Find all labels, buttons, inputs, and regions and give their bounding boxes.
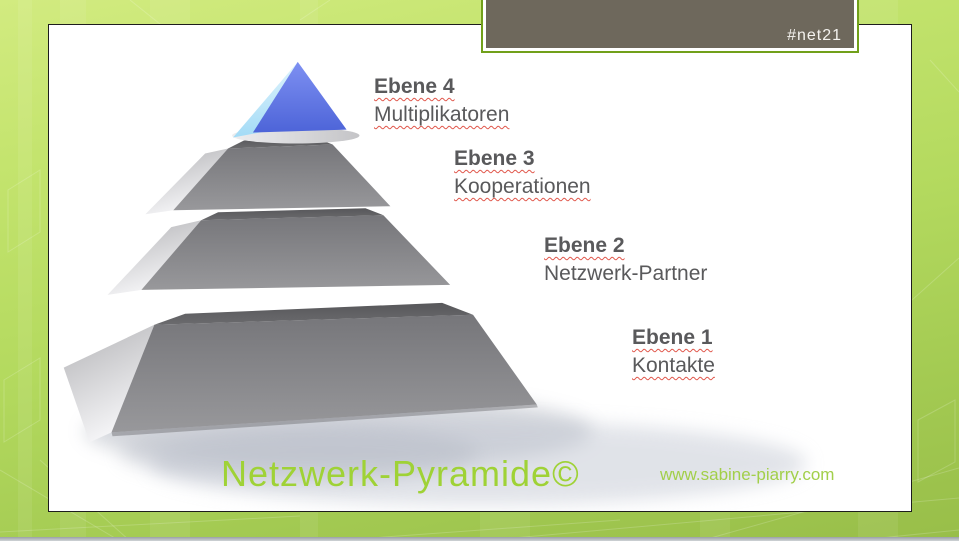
title-banner-fill: #net21 <box>486 0 854 48</box>
pyramid-level-4-cap-shape <box>232 61 360 144</box>
level-3-description: Kooperationen <box>454 175 591 198</box>
level-1-title: Ebene 1 <box>632 326 713 349</box>
title-banner: #net21 <box>481 0 859 53</box>
level-3-title: Ebene 3 <box>454 147 535 170</box>
slide-title: Netzwerk-Pyramide© <box>221 453 580 494</box>
pyramid-graphic <box>63 61 807 506</box>
level-4-label: Ebene 4 Multiplikatoren <box>374 73 509 129</box>
slide-canvas: #net21 Ebene 4 Multiplikatoren Ebene 3 K… <box>48 0 912 512</box>
level-3-label: Ebene 3 Kooperationen <box>454 145 591 201</box>
level-1-label: Ebene 1 Kontakte <box>632 324 715 380</box>
pyramid-level-1-shape <box>63 302 538 443</box>
level-4-description: Multiplikatoren <box>374 103 510 126</box>
hashtag-label: #net21 <box>787 27 842 44</box>
level-2-description: Netzwerk-Partner <box>544 262 708 285</box>
level-2-label: Ebene 2 Netzwerk-Partner <box>544 232 707 288</box>
level-4-title: Ebene 4 <box>374 75 455 98</box>
level-1-description: Kontakte <box>632 354 715 377</box>
website-link[interactable]: www.sabine-piarry.com <box>660 465 835 484</box>
level-2-title: Ebene 2 <box>544 234 625 257</box>
window-bottom-edge <box>0 537 959 541</box>
pyramid-level-2-shape <box>107 208 451 295</box>
pyramid-level-3-shape <box>145 137 391 215</box>
